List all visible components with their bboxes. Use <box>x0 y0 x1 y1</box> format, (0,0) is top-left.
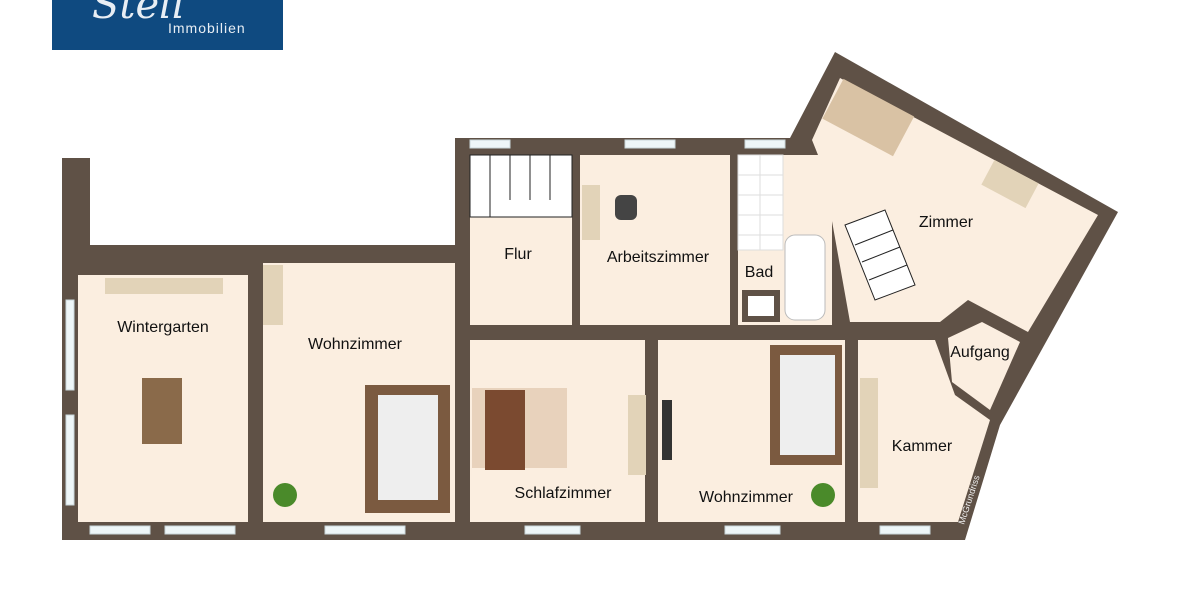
room-label: Wintergarten <box>117 319 209 336</box>
room-label: Bad <box>745 264 773 281</box>
room-label: Aufgang <box>950 344 1010 361</box>
bath-tiles <box>737 154 784 251</box>
logo: Stell Immobilien <box>52 0 283 50</box>
logo-subtitle: Immobilien <box>168 20 246 36</box>
furniture <box>105 78 1039 513</box>
bathtub <box>784 234 826 321</box>
room-label: Zimmer <box>919 214 974 231</box>
room-label: Wohnzimmer <box>308 336 403 353</box>
room-label: Arbeitszimmer <box>607 249 710 266</box>
room-label: Wohnzimmer <box>699 489 794 506</box>
room-kammer <box>858 340 990 522</box>
windows <box>65 139 931 535</box>
stairs <box>469 154 916 301</box>
room-aufgang <box>948 322 1020 410</box>
logo-script: Stell <box>92 0 185 28</box>
room-label: Flur <box>504 246 532 263</box>
room-arbeitszimmer <box>580 155 730 325</box>
room-label: Schlafzimmer <box>515 485 613 502</box>
room-label: Kammer <box>892 438 953 455</box>
